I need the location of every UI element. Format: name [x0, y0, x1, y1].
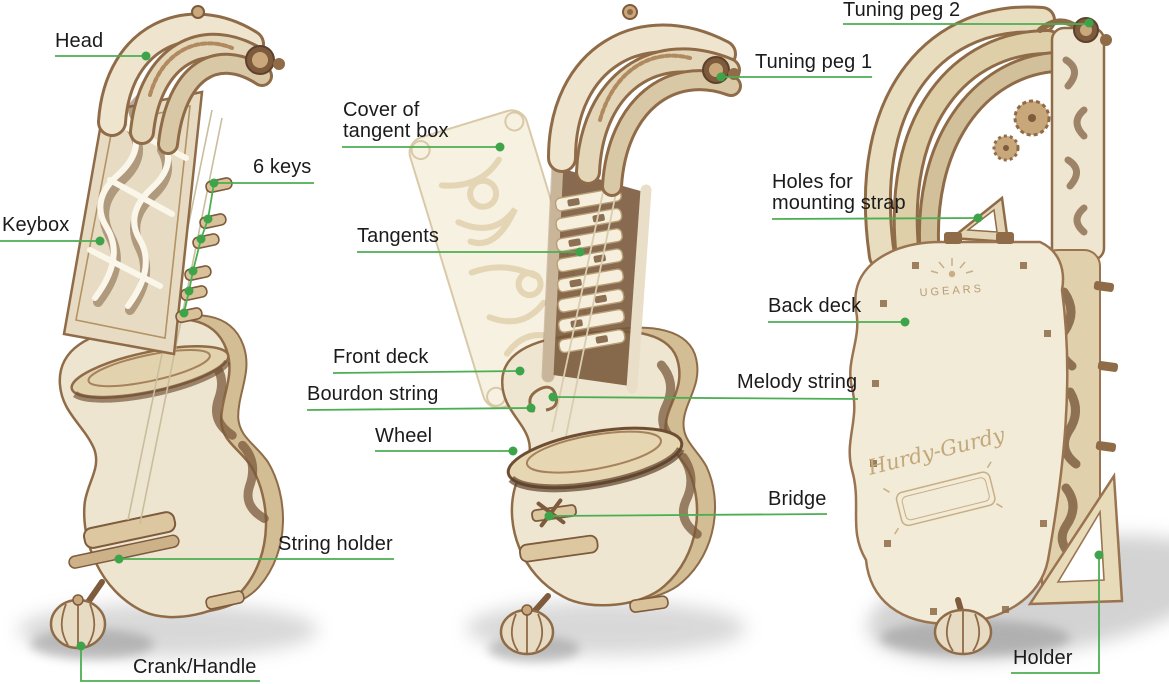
label-keybox: Keybox: [2, 214, 70, 236]
leader-line-holder: [1011, 555, 1100, 674]
label-head: Head: [55, 30, 104, 52]
leader-dot-holes-for-mounting-strap: [973, 213, 983, 223]
leader-line-crank-handle: [80, 646, 260, 682]
label-bridge: Bridge: [768, 488, 827, 510]
leader-dots-six-keys: [179, 178, 219, 318]
leader-dot-melody-string: [548, 392, 558, 402]
leader-dots: [76, 18, 1104, 651]
label-tuning-peg-1: Tuning peg 1: [755, 51, 873, 73]
leader-dot-string-holder: [114, 554, 124, 564]
leader-dot-bridge: [544, 511, 554, 521]
label-melody-string: Melody string: [737, 371, 858, 393]
back-neck-arcs: [863, 5, 1065, 271]
label-holder: Holder: [1013, 647, 1073, 669]
crank-handle-middle: [499, 593, 555, 656]
leader-line-bridge: [548, 513, 828, 517]
hurdy-gurdy-front-view: [408, 4, 742, 656]
label-back-deck: Back deck: [768, 295, 862, 317]
leader-line-bourdon-string: [306, 407, 532, 411]
label-tangents: Tangents: [357, 225, 439, 247]
wheel-left-view: [70, 345, 231, 403]
left-peg: [191, 5, 285, 75]
leader-dot-holder: [1094, 550, 1104, 560]
wheel-front-view: [506, 426, 685, 493]
back-deck-panel: UGEARS Hurdy-Gurdy: [848, 232, 1069, 626]
leader-dot-cover-of-tangent-box: [495, 142, 505, 152]
keybox-panel: [62, 81, 204, 356]
label-crank-handle: Crank/Handle: [133, 656, 257, 678]
leader-dot-crank-handle: [76, 641, 86, 651]
label-front-deck: Front deck: [333, 346, 429, 368]
head-arcs: [97, 12, 273, 155]
bridge-piece: [531, 498, 577, 528]
leader-dot-front-deck: [515, 366, 525, 376]
crank-handle-left: [49, 579, 107, 650]
label-bourdon-string: Bourdon string: [307, 383, 439, 405]
label-string-holder: String holder: [278, 533, 393, 555]
leader-dot-tuning-peg-2: [1084, 18, 1094, 28]
label-holes-for-mounting-strap: Holes for mounting strap: [772, 171, 906, 214]
label-cover-of-tangent-box: Cover of tangent box: [343, 99, 449, 142]
leader-line-melody-string: [552, 396, 859, 400]
crank-handle-back: [933, 597, 993, 656]
leader-dot-tangents: [575, 247, 585, 257]
label-wheel: Wheel: [375, 425, 433, 447]
hurdy-gurdy-back-view: UGEARS Hurdy-Gurdy: [848, 5, 1124, 656]
leader-dot-head: [141, 51, 151, 61]
leader-dot-wheel: [508, 446, 518, 456]
middle-head-arcs: [547, 23, 742, 197]
leader-dot-tuning-peg-1: [716, 72, 726, 82]
leader-dot-back-deck: [900, 317, 910, 327]
leader-dot-keybox: [95, 236, 105, 246]
ugears-logo-text: UGEARS: [919, 283, 984, 299]
leader-line-front-deck: [332, 370, 521, 374]
label-six-keys: 6 keys: [253, 156, 312, 178]
leader-line-holes-for-mounting-strap: [771, 217, 979, 220]
head-gears: [992, 99, 1051, 162]
label-tuning-peg-2: Tuning peg 2: [843, 0, 961, 21]
leader-dot-bourdon-string: [526, 403, 536, 413]
hurdy-gurdy-front-left-view: [49, 5, 285, 650]
